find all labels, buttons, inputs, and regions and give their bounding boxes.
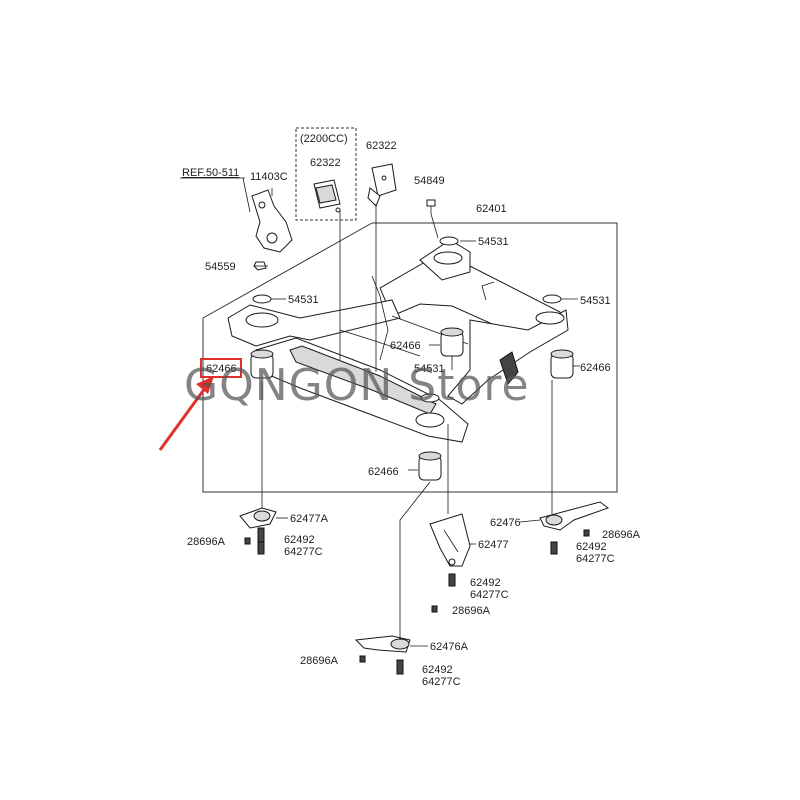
bushing-center [440,327,464,357]
screw-28696a-center [431,605,438,613]
screw-28696a-bottom [359,655,366,663]
washer-top [439,236,459,246]
highlight-arrow-icon [196,376,214,394]
part-label-62322-b: 62322 [366,140,397,152]
highlight-box [200,358,242,378]
bolt-54849 [426,199,436,214]
mount-bracket [367,163,397,207]
bolt-bottom [396,659,404,675]
washer-mid [420,393,440,403]
leader-lines [180,177,580,647]
part-label-62492-right: 62492 [576,541,607,553]
stay-62477a [239,507,277,543]
bushing-left [250,349,274,379]
part-label-64277c-bottom: 64277C [422,676,461,688]
part-label-64277c-center: 64277C [470,589,509,601]
steering-knuckle [251,188,293,253]
bolt-right [550,541,558,555]
part-label-28696a-bottom: 28696A [300,655,339,667]
part-label-62492-left: 62492 [284,534,315,546]
stay-62477 [429,513,471,567]
part-label-28696a-left: 28696A [187,536,226,548]
screw-28696a-left [244,537,251,545]
part-label-62466-bottom: 62466 [368,466,399,478]
stay-62476a [354,635,411,653]
part-label-62466-center: 62466 [390,340,421,352]
mount-bracket-2200cc [313,179,341,213]
part-label-62477: 62477 [478,539,509,551]
crossmember [227,239,569,443]
part-label-54531-left: 54531 [288,294,319,306]
part-label-54849: 54849 [414,175,445,187]
part-label-62401: 62401 [476,203,507,215]
part-label-62476: 62476 [490,517,521,529]
part-label-62492-bottom: 62492 [422,664,453,676]
washer-left [252,294,272,304]
part-label-54531-mid: 54531 [414,363,445,375]
bushing-right [550,349,574,379]
bolt-left [257,541,265,555]
part-label-62466-right: 62466 [580,362,611,374]
part-label-62477a: 62477A [290,513,329,525]
assembly-frame [202,222,618,493]
highlight-arrow-shaft [158,383,210,451]
stay-62476 [539,501,610,531]
part-label-64277c-right: 64277C [576,553,615,565]
part-label-62466-left-highlighted[interactable]: 62466 [206,363,237,375]
option-group-label: (2200CC) [300,133,348,145]
part-label-54531-top: 54531 [478,236,509,248]
part-label-54559: 54559 [205,261,236,273]
part-label-28696a-center: 28696A [452,605,491,617]
part-label-64277c-left: 64277C [284,546,323,558]
reference-label[interactable]: REF.50-511 [182,167,239,179]
bolt-center [448,573,456,587]
part-label-62322-a: 62322 [310,157,341,169]
part-label-62476a: 62476A [430,641,469,653]
watermark-text: GQNGON Store [184,360,530,411]
part-label-11403c: 11403C [250,171,288,183]
bushing-bottom [418,451,442,481]
part-label-54531-right: 54531 [580,295,611,307]
part-label-62492-center: 62492 [470,577,501,589]
screw-28696a-right [583,529,590,537]
part-label-28696a-right: 28696A [602,529,641,541]
washer-right [542,294,562,304]
option-group-box [295,127,357,221]
highlight-marker [158,358,242,451]
